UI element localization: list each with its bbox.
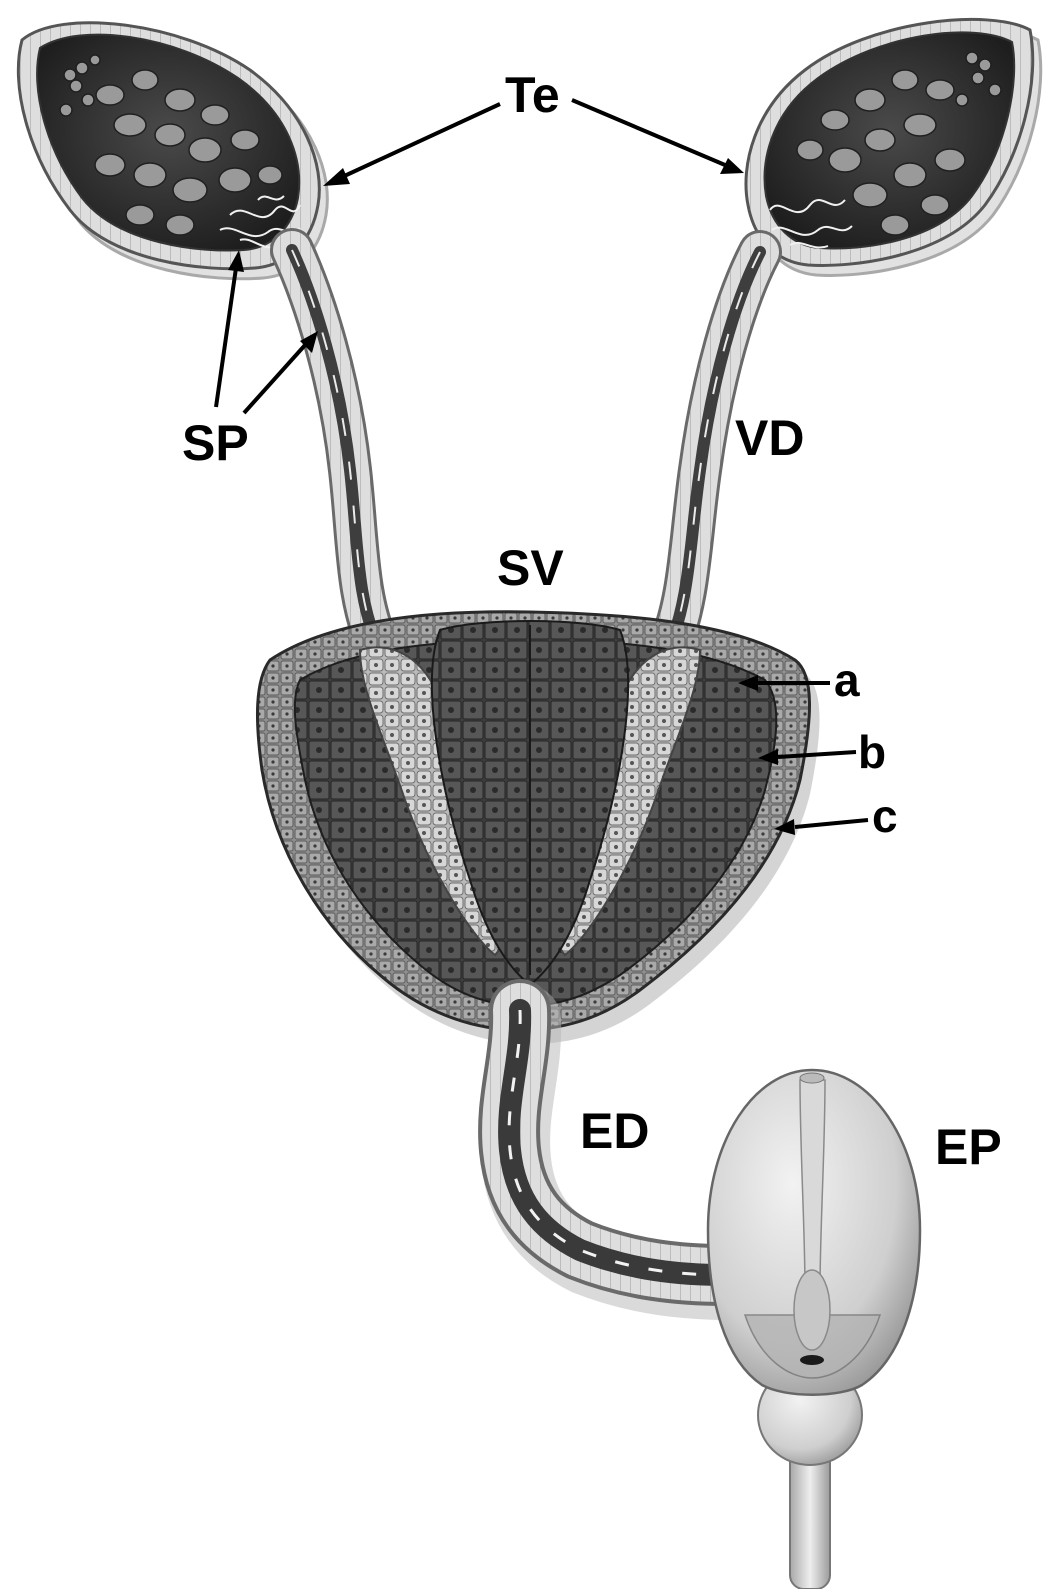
label-b: b (858, 726, 886, 778)
ejaculatory-bulb (708, 1070, 920, 1589)
label-ep: EP (935, 1119, 1002, 1175)
te-arrow-left (323, 104, 500, 186)
label-ed: ED (580, 1103, 649, 1159)
label-te: Te (505, 67, 560, 123)
sp-arrow-lower (244, 331, 318, 413)
label-sv: SV (497, 540, 564, 596)
te-arrow-right (572, 100, 744, 174)
label-a: a (834, 654, 860, 706)
label-c: c (872, 790, 898, 842)
seminal-vesicle (257, 612, 819, 1044)
label-vd: VD (735, 410, 804, 466)
right-testis (746, 19, 1041, 275)
label-sp: SP (182, 415, 249, 471)
